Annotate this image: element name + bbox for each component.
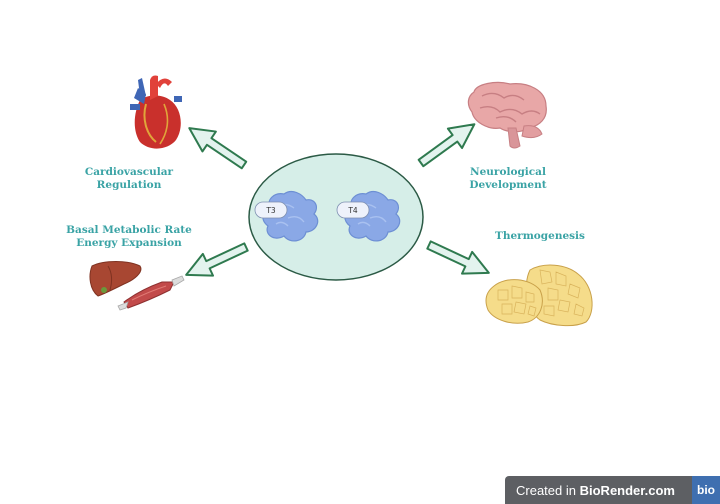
t4-label: T4 bbox=[347, 206, 358, 215]
thermogenesis-label: Thermogenesis bbox=[490, 230, 590, 243]
brain-icon bbox=[467, 81, 547, 149]
t3-label: T3 bbox=[265, 206, 276, 215]
adipose-tissue-icon bbox=[485, 264, 593, 327]
biorender-watermark: Created in BioRender.com bio bbox=[505, 476, 720, 504]
metabolic-label-line-1: Basal Metabolic Rate bbox=[66, 224, 192, 236]
heart-icon bbox=[130, 75, 182, 149]
arrow-to-neurological bbox=[412, 113, 483, 174]
watermark-prefix: Created in bbox=[516, 482, 576, 498]
neurological-label-line-1: Neurological bbox=[470, 166, 546, 178]
neurological-label: Neurological Development bbox=[458, 166, 558, 192]
t4-badge bbox=[336, 201, 370, 219]
cardiovascular-label-line-2: Regulation bbox=[96, 179, 162, 191]
liver-icon bbox=[89, 261, 142, 297]
watermark-text: Created in BioRender.com bbox=[516, 483, 675, 498]
hormone-cell-ellipse bbox=[248, 153, 424, 281]
muscle-icon bbox=[117, 275, 185, 311]
arrow-to-thermogenesis bbox=[422, 233, 495, 285]
t3-badge bbox=[254, 201, 288, 219]
metabolic-label: Basal Metabolic Rate Energy Expansion bbox=[64, 224, 194, 250]
biorender-logo-icon: bio bbox=[692, 476, 720, 504]
arrow-to-cardiovascular bbox=[181, 117, 252, 176]
neurological-label-line-2: Development bbox=[469, 179, 547, 191]
cardiovascular-label: Cardiovascular Regulation bbox=[79, 166, 179, 192]
watermark-brand: BioRender.com bbox=[579, 482, 675, 498]
metabolic-label-line-2: Energy Expansion bbox=[76, 237, 182, 249]
thermogenesis-label-line-1: Thermogenesis bbox=[495, 230, 585, 242]
cardiovascular-label-line-1: Cardiovascular bbox=[84, 166, 174, 178]
